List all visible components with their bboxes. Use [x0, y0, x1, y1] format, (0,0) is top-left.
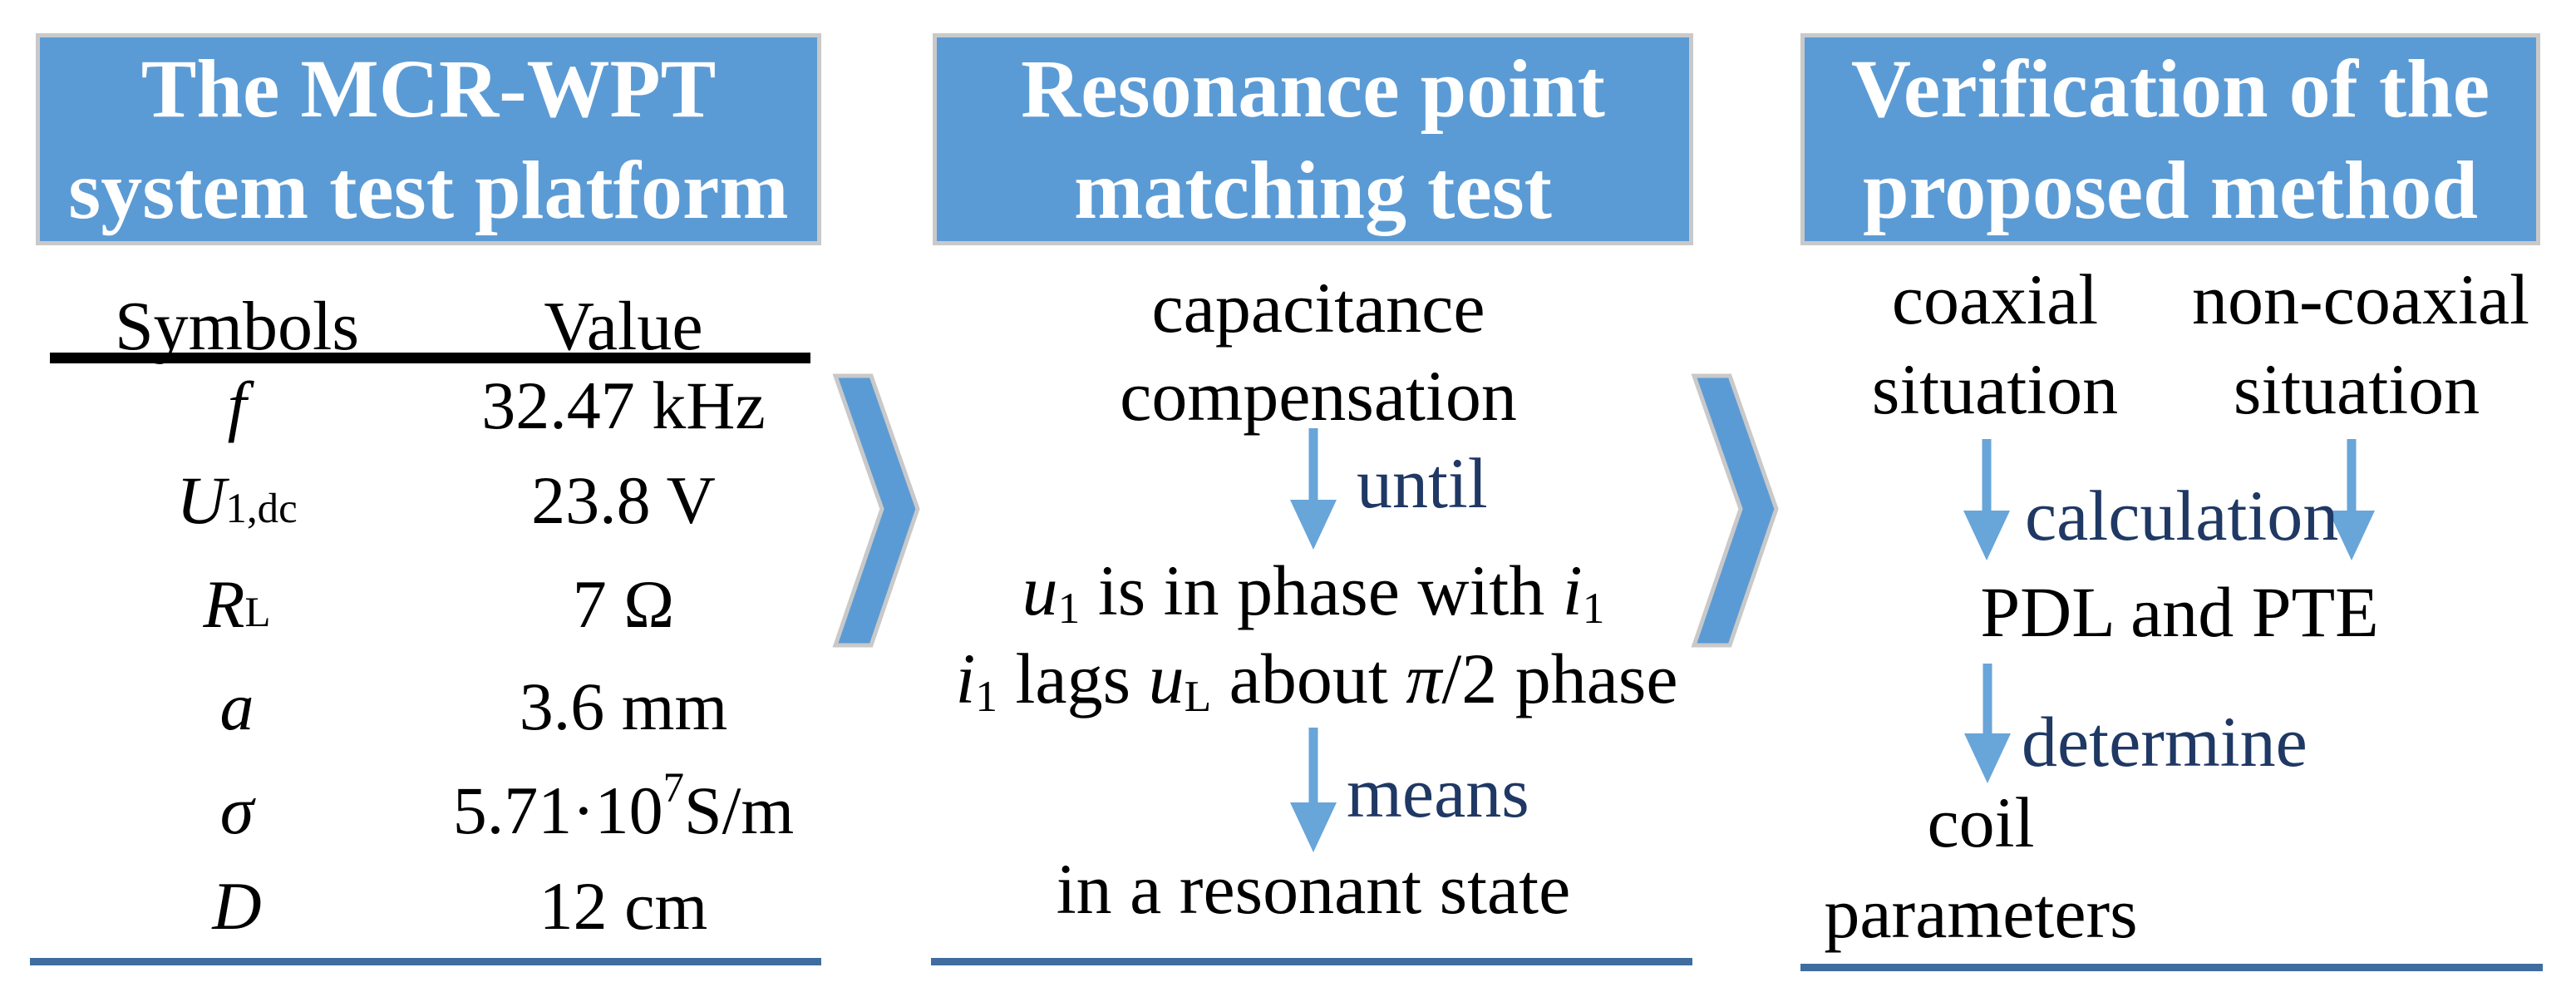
down-arrow-icon [2328, 439, 2375, 560]
symbol-cell: f [227, 368, 247, 443]
symbol-cell: σ [219, 772, 254, 848]
column-header-symbols: Symbols [114, 287, 360, 365]
coil-parameters-line1: coil [1927, 782, 2035, 862]
capacitance-step-line2: compensation [1120, 356, 1517, 436]
non-coaxial-branch-line1: non-coaxial [2192, 259, 2529, 339]
panel-verification-title-line1: Verification of the [1850, 42, 2490, 135]
value-cell: 23.8 V [531, 462, 716, 538]
panel-platform-title-line2: system test platform [68, 143, 789, 236]
coil-parameters-line2: parameters [1824, 873, 2138, 953]
table-row: D 12 cm [37, 861, 810, 952]
panel-platform-title-line1: The MCR-WPT [140, 42, 717, 135]
coaxial-branch-line2: situation [1871, 349, 2119, 429]
coaxial-branch-line1: coaxial [1891, 259, 2099, 339]
value-cell: 12 cm [539, 868, 708, 944]
panel-platform-header: The MCR-WPT system test platform [36, 33, 821, 245]
pdl-pte-merge: PDL and PTE [1980, 572, 2379, 652]
value-cell: 32.47 kHz [481, 368, 766, 443]
table-row: a 3.6 mm [37, 661, 810, 753]
column-header-value: Value [544, 287, 703, 365]
panel-resonance-title-line2: matching test [1074, 143, 1552, 236]
resonant-state-result: in a resonant state [1056, 849, 1571, 929]
table-row: f 32.47 kHz [37, 360, 810, 452]
down-arrow-icon [1290, 428, 1337, 550]
panel-verification-bottom-rule [1800, 964, 2543, 971]
symbol-cell: a [219, 669, 254, 744]
symbols-table-header: Symbols Value [37, 284, 810, 368]
down-arrow-icon [1963, 439, 2010, 560]
means-label: means [1347, 753, 1529, 832]
capacitance-step-line1: capacitance [1151, 268, 1485, 348]
value-cell: 7 Ω [572, 566, 675, 642]
determine-label: determine [2022, 702, 2308, 782]
panel-resonance-bottom-rule [931, 958, 1692, 965]
panel-verification-header: Verification of the proposed method [1800, 33, 2540, 245]
table-header-rule [50, 353, 810, 363]
panel-resonance-header: Resonance point matching test [933, 33, 1693, 245]
value-cell: 3.6 mm [519, 669, 728, 744]
until-label: until [1357, 443, 1488, 523]
symbol-cell: D [212, 868, 262, 944]
panel-resonance-title-line1: Resonance point [1021, 42, 1605, 135]
calculation-label: calculation [2025, 476, 2339, 555]
panel-platform-bottom-rule [30, 958, 821, 965]
in-phase-statement: u1 is in phase with i1 [1022, 550, 1605, 633]
lag-statement: i1 lags uL about π/2 phase [955, 639, 1678, 721]
down-arrow-icon [1290, 728, 1337, 852]
panel-verification-title-line2: proposed method [1863, 143, 2478, 236]
down-arrow-icon [1964, 664, 2011, 783]
chevron-right-icon [832, 373, 920, 648]
chevron-right-icon [1691, 373, 1779, 648]
non-coaxial-branch-line2: situation [2233, 349, 2480, 429]
